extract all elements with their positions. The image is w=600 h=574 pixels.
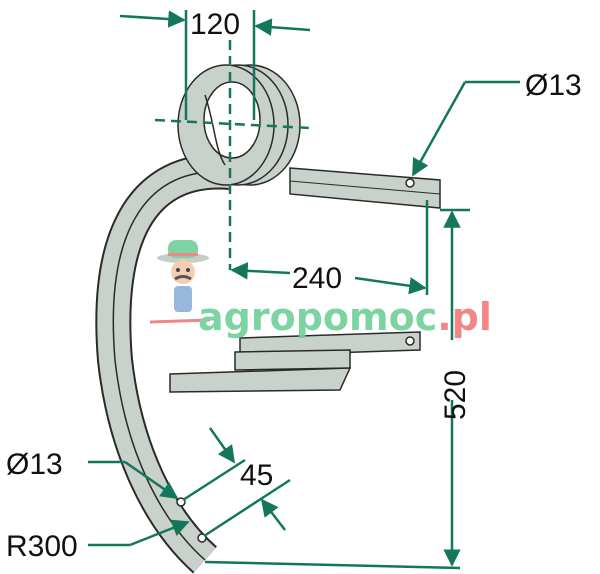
arm (289, 167, 441, 209)
watermark-brand: agropomoc (198, 295, 437, 339)
dim-hole-spacing: 45 (240, 459, 273, 492)
side-view (169, 331, 421, 393)
dimension-lines (88, 10, 520, 570)
arm-hole (405, 178, 415, 188)
tine (95, 153, 232, 574)
dim-arm-hole: Ø13 (525, 69, 582, 102)
dim-coil-width: 120 (190, 8, 240, 41)
dim-arm-length: 240 (292, 262, 342, 295)
dim-tine-hole: Ø13 (6, 448, 63, 481)
watermark-suffix: .pl (437, 295, 492, 339)
dim-radius: R300 (6, 530, 78, 563)
dim-total-height: 520 (439, 370, 472, 420)
watermark-text: agropomoc.pl (198, 295, 492, 339)
watermark-logo: agropomoc.pl (149, 240, 492, 339)
farmer-mascot-icon (149, 240, 211, 324)
